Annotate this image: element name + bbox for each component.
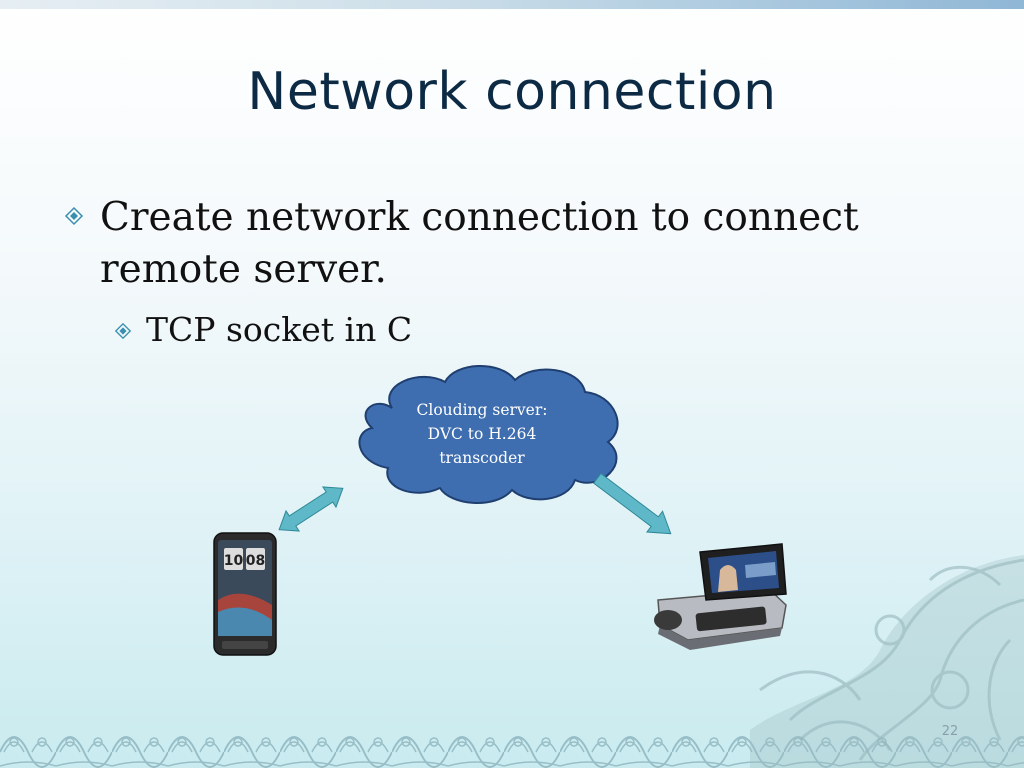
bullet-text: Create network connection to connect rem… [100,195,859,292]
video-phone-icon [654,543,787,650]
diamond-bullet-icon [114,322,132,340]
slide-title: Network connection [247,62,777,122]
sub-bullet-item: TCP socket in C [114,310,714,350]
double-arrow-icon [278,486,344,532]
cloud-line: Clouding server: [416,401,548,419]
phone-clock-minute: 08 [246,553,265,569]
cloud-line: transcoder [439,449,525,467]
sub-bullet-text: TCP socket in C [146,310,413,349]
cloud-label: Clouding server: DVC to H.264 transcoder [402,398,562,470]
phone-clock-hour: 10 [224,553,244,569]
page-number: 22 [941,724,959,739]
bullet-item: Create network connection to connect rem… [64,192,864,296]
dragon-ornament [759,558,1024,761]
top-accent-bar [0,0,1024,9]
arrow-right-icon [592,472,672,535]
smartphone-icon: 10 08 [213,532,277,656]
cloud-shape [358,365,619,504]
dragon-ornament-fill [750,555,1024,768]
diamond-bullet-icon [64,206,84,226]
cloud-line: DVC to H.264 [427,425,537,443]
wave-band [0,712,1024,768]
